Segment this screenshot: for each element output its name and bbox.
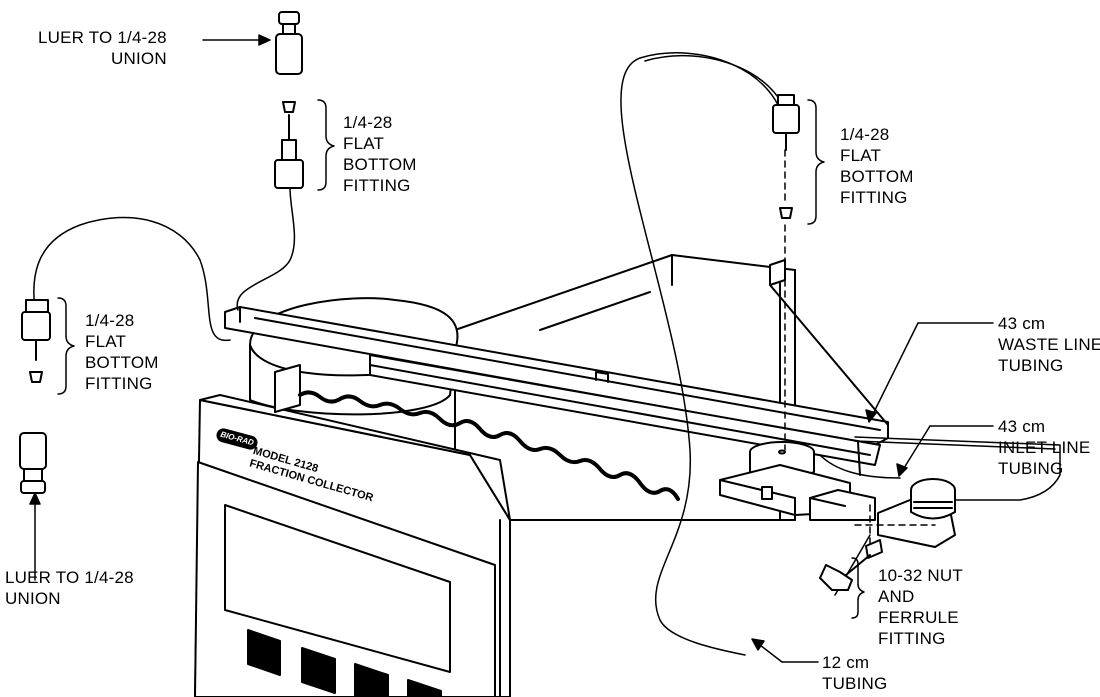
front-button-4	[407, 679, 442, 697]
label-line: UNION	[111, 49, 167, 68]
valve-block	[719, 441, 876, 521]
cable	[298, 390, 680, 501]
label-luer-top: LUER TO 1/4-28 UNION	[38, 27, 167, 69]
label-line: FLAT	[343, 134, 385, 153]
label-inlet-line: 43 cm INLET LINE TUBING	[998, 416, 1090, 479]
label-line: FLAT	[840, 146, 882, 165]
alignment-lines	[784, 149, 936, 546]
label-line: TUBING	[998, 356, 1064, 375]
label-line: 43 cm	[998, 314, 1046, 333]
front-button-2	[301, 647, 336, 694]
label-nut-ferrule: 10-32 NUT AND FERRULE FITTING	[878, 565, 963, 649]
label-luer-bottom: LUER TO 1/4-28 UNION	[5, 567, 134, 609]
label-line: TUBING	[822, 674, 888, 693]
label-line: UNION	[5, 589, 61, 608]
label-line: 1/4-28	[343, 113, 393, 132]
front-button-1	[247, 629, 281, 676]
leader-lines	[29, 34, 994, 663]
label-waste-line: 43 cm WASTE LINE TUBING	[998, 313, 1100, 376]
label-line: 12 cm	[822, 653, 870, 672]
tubing	[620, 52, 1061, 656]
label-flat-right: 1/4-28 FLAT BOTTOM FITTING	[840, 124, 914, 208]
flat-bottom-fitting-top	[236, 101, 304, 311]
label-line: 43 cm	[998, 417, 1046, 436]
front-buttons	[247, 629, 442, 697]
label-line: BOTTOM	[840, 167, 914, 186]
label-flat-left: 1/4-28 FLAT BOTTOM FITTING	[85, 310, 159, 394]
label-line: FERRULE	[878, 608, 959, 627]
nut-ferrule-fitting	[819, 539, 883, 591]
label-line: 1/4-28	[85, 311, 135, 330]
drop-head-arm	[224, 259, 889, 476]
label-line: LUER TO 1/4-28	[38, 28, 167, 47]
label-line: FITTING	[840, 188, 908, 207]
braces	[57, 99, 865, 619]
label-line: INLET LINE	[998, 438, 1091, 457]
flat-bottom-fitting-left	[21, 216, 231, 383]
label-flat-top: 1/4-28 FLAT BOTTOM FITTING	[343, 112, 417, 196]
label-line: FITTING	[878, 629, 946, 648]
luer-union-top	[275, 11, 303, 75]
label-line: LUER TO 1/4-28	[5, 568, 134, 587]
label-tubing-12: 12 cm TUBING	[822, 652, 887, 694]
label-line: FITTING	[343, 176, 411, 195]
label-line: BOTTOM	[85, 353, 159, 372]
label-line: 1/4-28	[840, 125, 890, 144]
label-line: FITTING	[85, 374, 153, 393]
luer-union-bottom	[19, 432, 47, 494]
label-line: TUBING	[998, 459, 1064, 478]
label-line: AND	[878, 587, 915, 606]
front-button-3	[354, 663, 389, 697]
label-line: WASTE LINE	[998, 335, 1100, 354]
inlet-valve	[877, 478, 956, 548]
label-line: BOTTOM	[343, 155, 417, 174]
flat-bottom-fitting-right	[772, 94, 800, 219]
label-line: FLAT	[85, 332, 127, 351]
label-line: 10-32 NUT	[878, 566, 963, 585]
